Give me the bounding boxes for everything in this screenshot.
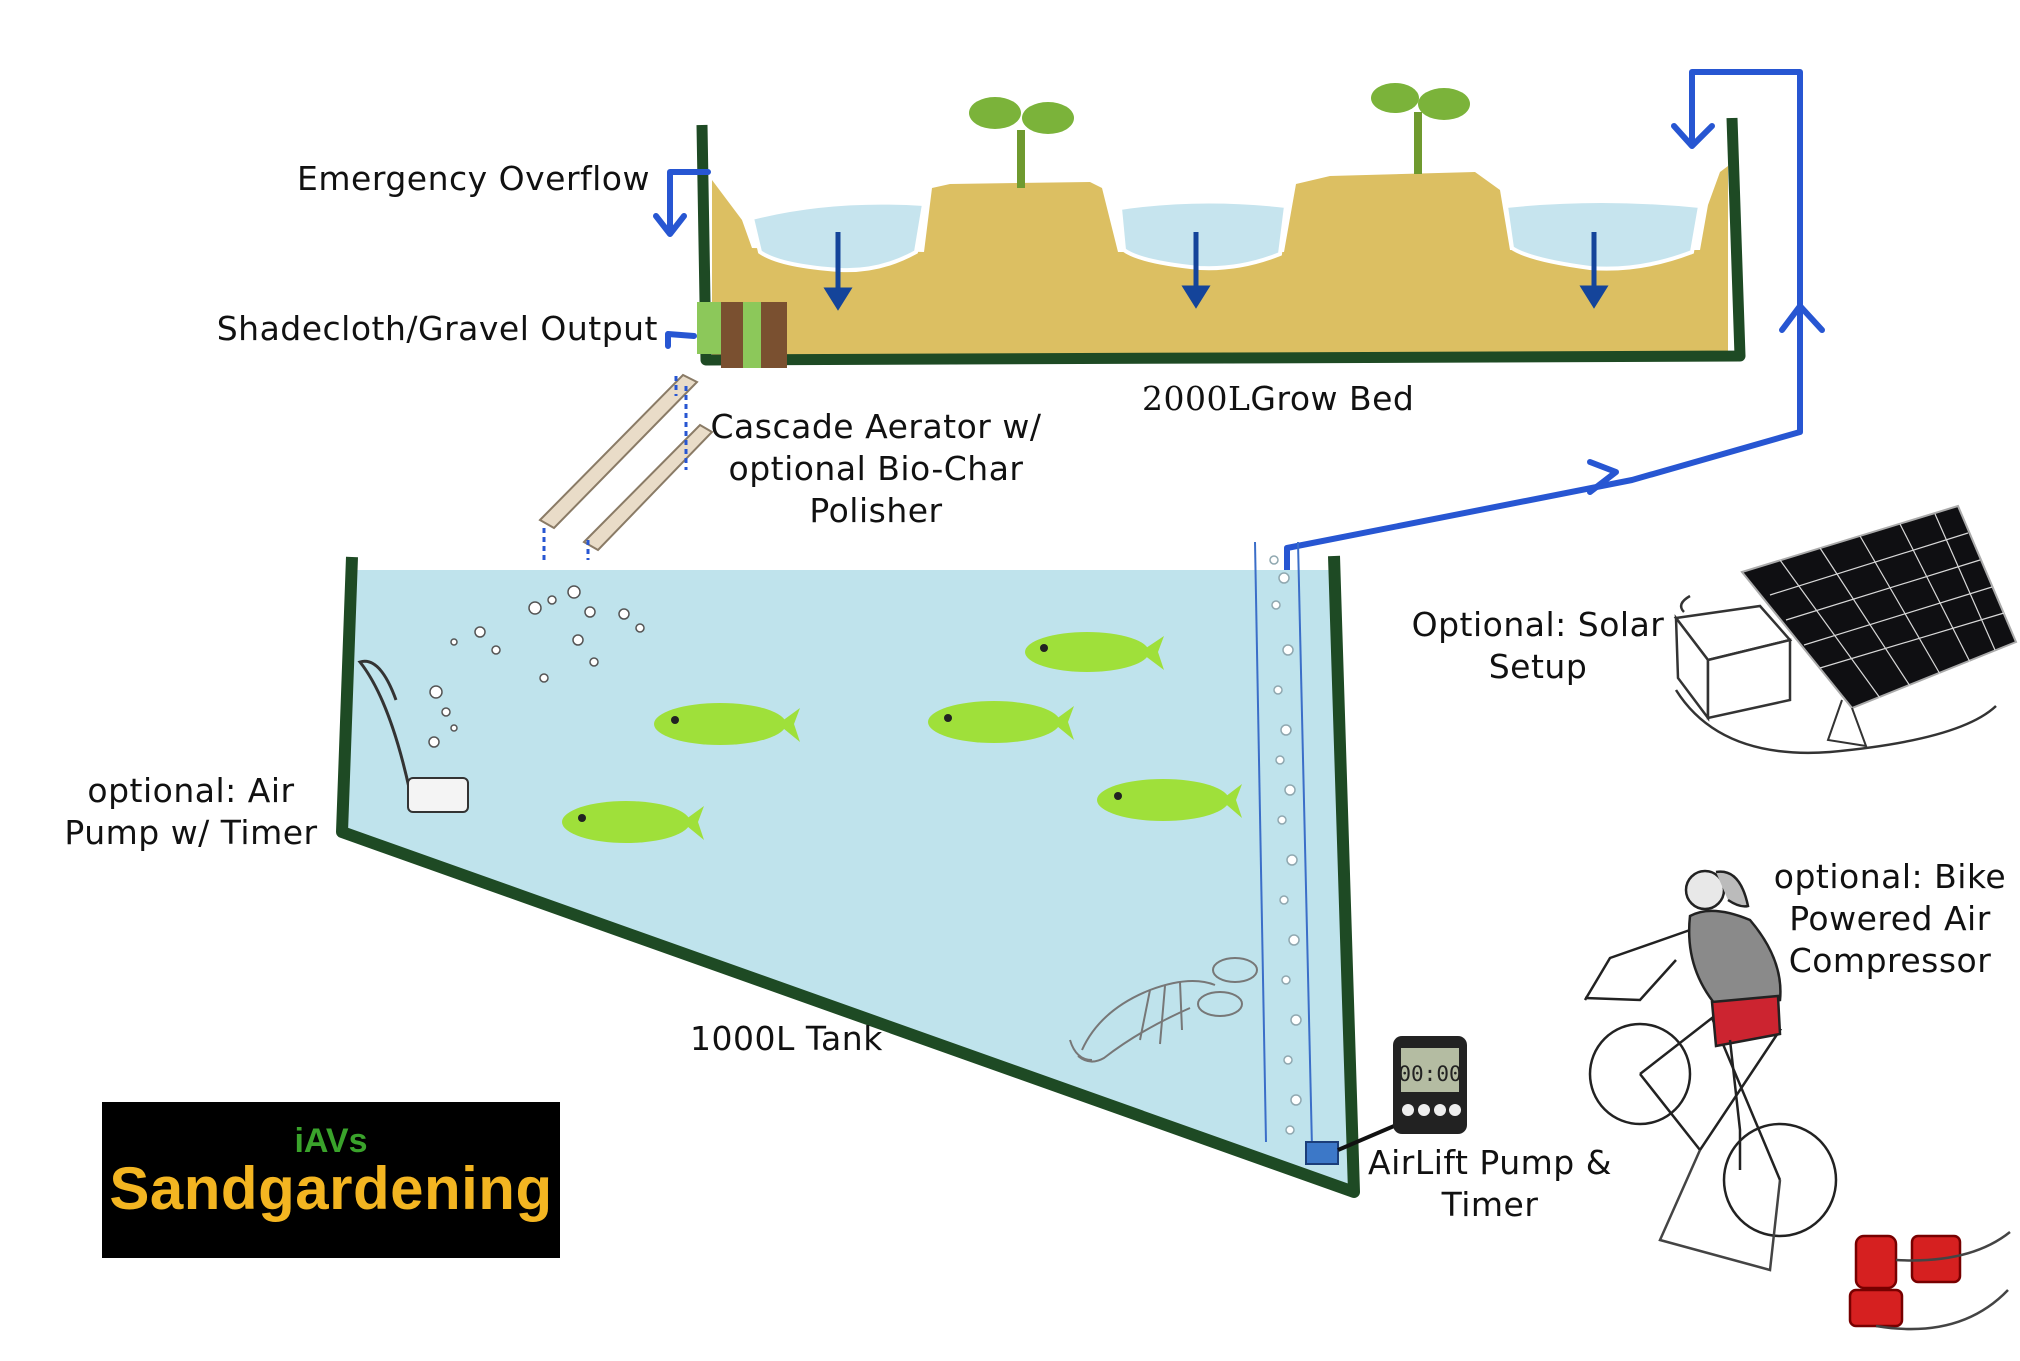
cascade-line-2: optional Bio-Char	[728, 449, 1024, 488]
cascade-line-1: Cascade Aerator w/	[710, 407, 1042, 446]
air-pump-icon	[357, 659, 469, 813]
overflow-pipe	[667, 169, 711, 235]
fish-icon	[1025, 632, 1164, 672]
fish-icon	[562, 801, 704, 843]
fish-icon	[654, 703, 800, 745]
label-solar-setup: Optional: Solar Setup	[1408, 604, 1668, 688]
water-flow-arrows	[823, 232, 1609, 311]
air-pump-line-1: optional: Air	[87, 771, 295, 810]
output-pipe	[665, 331, 697, 349]
bike-line-1: optional: Bike	[1773, 857, 2007, 896]
aeration-bubbles	[428, 585, 645, 748]
solar-line-2: Setup	[1488, 647, 1588, 686]
tank-water	[340, 570, 1352, 1190]
label-cascade-aerator: Cascade Aerator w/ optional Bio-Char Pol…	[700, 406, 1052, 532]
timer-icon: 00:00	[1393, 1036, 1467, 1134]
logo-small-text: iAVs	[294, 1122, 368, 1160]
airlift-line-1: AirLift Pump &	[1368, 1143, 1612, 1182]
solar-line-1: Optional: Solar	[1411, 605, 1665, 644]
cyclist	[1583, 869, 1782, 1170]
label-shadecloth-output: Shadecloth/Gravel Output	[216, 309, 658, 348]
label-air-pump: optional: Air Pump w/ Timer	[46, 770, 336, 854]
logo: iAVs Sandgardening	[102, 1102, 560, 1258]
seedling-icon	[1371, 83, 1470, 174]
timer-display: 00:00	[1398, 1062, 1461, 1086]
tank-walls	[336, 555, 1360, 1198]
logo-big-text: Sandgardening	[109, 1155, 553, 1222]
bicycle-icon	[1584, 959, 1838, 1272]
grow-bed-walls	[696, 117, 1746, 366]
seedling-icon	[969, 97, 1074, 188]
fish-icon	[1097, 779, 1242, 821]
pipes	[653, 69, 1825, 628]
solar-panel-icon	[1740, 504, 2018, 748]
solar-setup	[1673, 504, 2018, 754]
battery-icon	[1673, 594, 1997, 754]
bike-line-2: Powered Air	[1789, 899, 1991, 938]
label-bike-compressor: optional: Bike Powered Air Compressor	[1760, 856, 2020, 982]
label-tank: 1000L Tank	[690, 1019, 883, 1058]
water-pockets	[749, 199, 1703, 273]
grow-bed	[696, 83, 1746, 368]
gravel-output	[697, 302, 787, 368]
bike-line-3: Compressor	[1788, 941, 1992, 980]
grow-bed-volume: 2000L	[1142, 379, 1251, 418]
air-pump-line-2: Pump w/ Timer	[64, 813, 318, 852]
cascade-line-3: Polisher	[809, 491, 943, 530]
label-airlift-pump: AirLift Pump & Timer	[1366, 1142, 1614, 1226]
compressor-icon	[1848, 1231, 2011, 1331]
label-emergency-overflow: Emergency Overflow	[297, 159, 650, 198]
return-pipe	[1284, 69, 1803, 593]
airlift-tube	[1254, 541, 1313, 1149]
bike-compressor	[1583, 869, 2011, 1331]
airlift-line-2: Timer	[1441, 1185, 1539, 1224]
cascade-aerator	[538, 373, 714, 560]
label-grow-bed: 2000LGrow Bed	[1142, 378, 1414, 420]
fish-tank	[336, 541, 1409, 1198]
grow-bed-name: Grow Bed	[1250, 379, 1415, 418]
crayfish-icon	[1069, 957, 1258, 1063]
fish-icon	[928, 701, 1074, 743]
